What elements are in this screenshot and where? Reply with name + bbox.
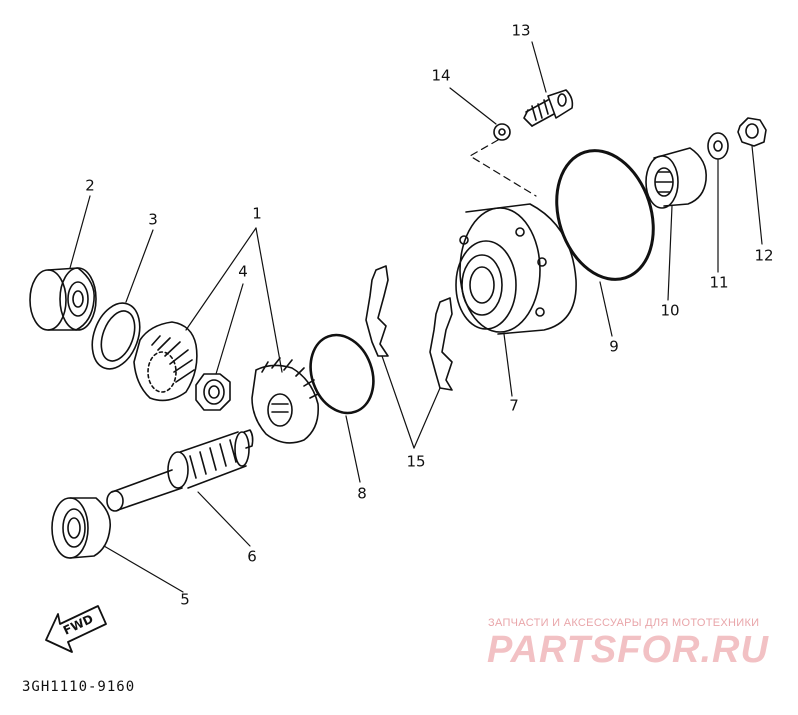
pinion-shaft	[106, 429, 254, 512]
callout-11: 11	[709, 273, 729, 292]
bevel-gear-small	[133, 321, 198, 402]
oil-seal	[91, 302, 141, 370]
forward-arrow	[45, 605, 107, 653]
alignment-line	[469, 139, 537, 197]
callout-1: 1	[252, 204, 262, 223]
callout-14: 14	[431, 66, 451, 85]
watermark-logo: PARTSFOR.RU	[487, 629, 769, 671]
callout-8: 8	[357, 484, 367, 503]
callout-10: 10	[660, 301, 680, 320]
bolt	[523, 89, 574, 127]
callout-13: 13	[511, 21, 531, 40]
callout-6: 6	[247, 547, 257, 566]
bearing-lower	[51, 497, 112, 559]
callout-9: 9	[609, 337, 619, 356]
hex-nut	[737, 117, 767, 147]
callout-2: 2	[85, 176, 95, 195]
leader-lines	[69, 41, 763, 593]
gear-nut	[195, 373, 231, 411]
diagram-code: 3GH1110-9160	[22, 679, 136, 695]
bevel-gear-large	[251, 357, 320, 444]
coupling	[645, 147, 707, 209]
o-ring-small	[309, 333, 375, 415]
washer	[707, 132, 729, 160]
callout-7: 7	[509, 396, 519, 415]
bearing-upper	[29, 267, 97, 331]
callout-5: 5	[180, 590, 190, 609]
callout-15: 15	[406, 452, 426, 471]
callout-12: 12	[754, 246, 774, 265]
bearing-housing	[455, 203, 577, 335]
shim-clip-a	[365, 265, 389, 357]
o-ring-large	[555, 149, 655, 281]
shim-clip-b	[429, 297, 453, 391]
small-washer	[493, 123, 511, 141]
callout-3: 3	[148, 210, 158, 229]
watermark-tagline: ЗАПЧАСТИ И АКСЕССУАРЫ ДЛЯ МОТОТЕХНИКИ	[488, 617, 760, 629]
callout-4: 4	[238, 262, 248, 281]
